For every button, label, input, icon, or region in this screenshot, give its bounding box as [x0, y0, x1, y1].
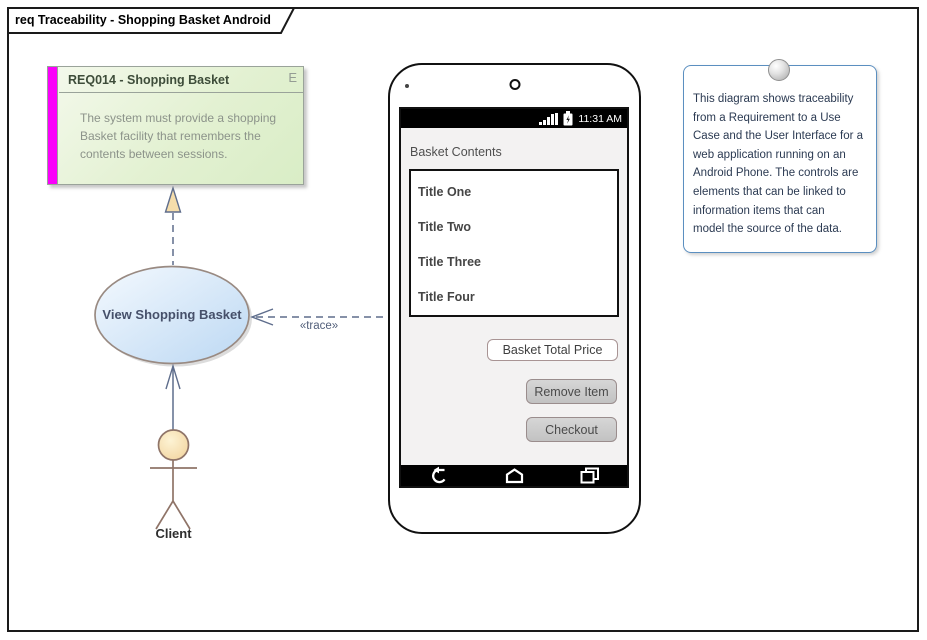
trace-connector[interactable]	[250, 308, 389, 326]
home-icon[interactable]	[504, 467, 525, 484]
battery-charging-icon	[563, 111, 573, 126]
basket-items-list[interactable]: Title One Title Two Title Three Title Fo…	[409, 169, 619, 317]
remove-item-button[interactable]: Remove Item	[526, 379, 617, 404]
status-bar: 11:31 AM	[401, 109, 627, 128]
actor-figure[interactable]	[150, 429, 197, 530]
list-item[interactable]: Title Two	[418, 219, 472, 234]
note-element[interactable]: This diagram shows traceability from a R…	[683, 59, 877, 253]
requirement-header: REQ014 - Shopping Basket	[59, 67, 303, 93]
checkout-button[interactable]: Checkout	[526, 417, 617, 442]
signal-strength-icon	[539, 112, 559, 125]
back-icon[interactable]	[428, 466, 450, 485]
requirement-title: REQ014 - Shopping Basket	[68, 72, 230, 87]
note-text: This diagram shows traceability from a R…	[693, 93, 864, 236]
element-letter-icon: E	[288, 70, 297, 85]
android-phone-mockup[interactable]: 11:31 AM Basket Contents Title One Title…	[388, 63, 641, 534]
trace-stereotype-label: «trace»	[299, 320, 339, 332]
frame-title: req Traceability - Shopping Basket Andro…	[15, 13, 271, 27]
basket-contents-heading: Basket Contents	[410, 145, 502, 159]
phone-screen: 11:31 AM Basket Contents Title One Title…	[399, 107, 629, 488]
use-case-label: View Shopping Basket	[102, 307, 242, 322]
android-nav-bar	[401, 465, 627, 486]
requirement-element[interactable]: REQ014 - Shopping Basket E The system mu…	[47, 66, 304, 185]
pin-sphere-icon	[768, 59, 790, 81]
use-case-ellipse[interactable]	[94, 265, 250, 365]
association-connector[interactable]	[165, 363, 181, 431]
front-camera-icon	[405, 84, 409, 88]
trace-arrowhead	[250, 308, 274, 326]
actor-head	[157, 429, 190, 461]
association-arrowhead	[165, 363, 181, 390]
list-item[interactable]: Title Three	[418, 255, 481, 270]
requirement-status-bar	[48, 67, 58, 184]
requirement-body-text: The system must provide a shopping Baske…	[80, 111, 277, 161]
actor-name-label: Client	[155, 526, 192, 541]
realization-connector[interactable]	[164, 185, 182, 265]
realization-arrowhead	[164, 185, 182, 213]
frame-title-tab	[7, 7, 296, 34]
diagram-frame-border	[7, 7, 919, 632]
actor-legs	[155, 500, 191, 530]
status-clock: 11:31 AM	[578, 112, 622, 125]
list-item[interactable]: Title One	[418, 184, 472, 199]
list-item[interactable]: Title Four	[418, 290, 475, 305]
recent-apps-icon[interactable]	[580, 467, 600, 484]
basket-total-price-field[interactable]: Basket Total Price	[487, 339, 618, 361]
speaker-camera-icon	[509, 79, 520, 90]
